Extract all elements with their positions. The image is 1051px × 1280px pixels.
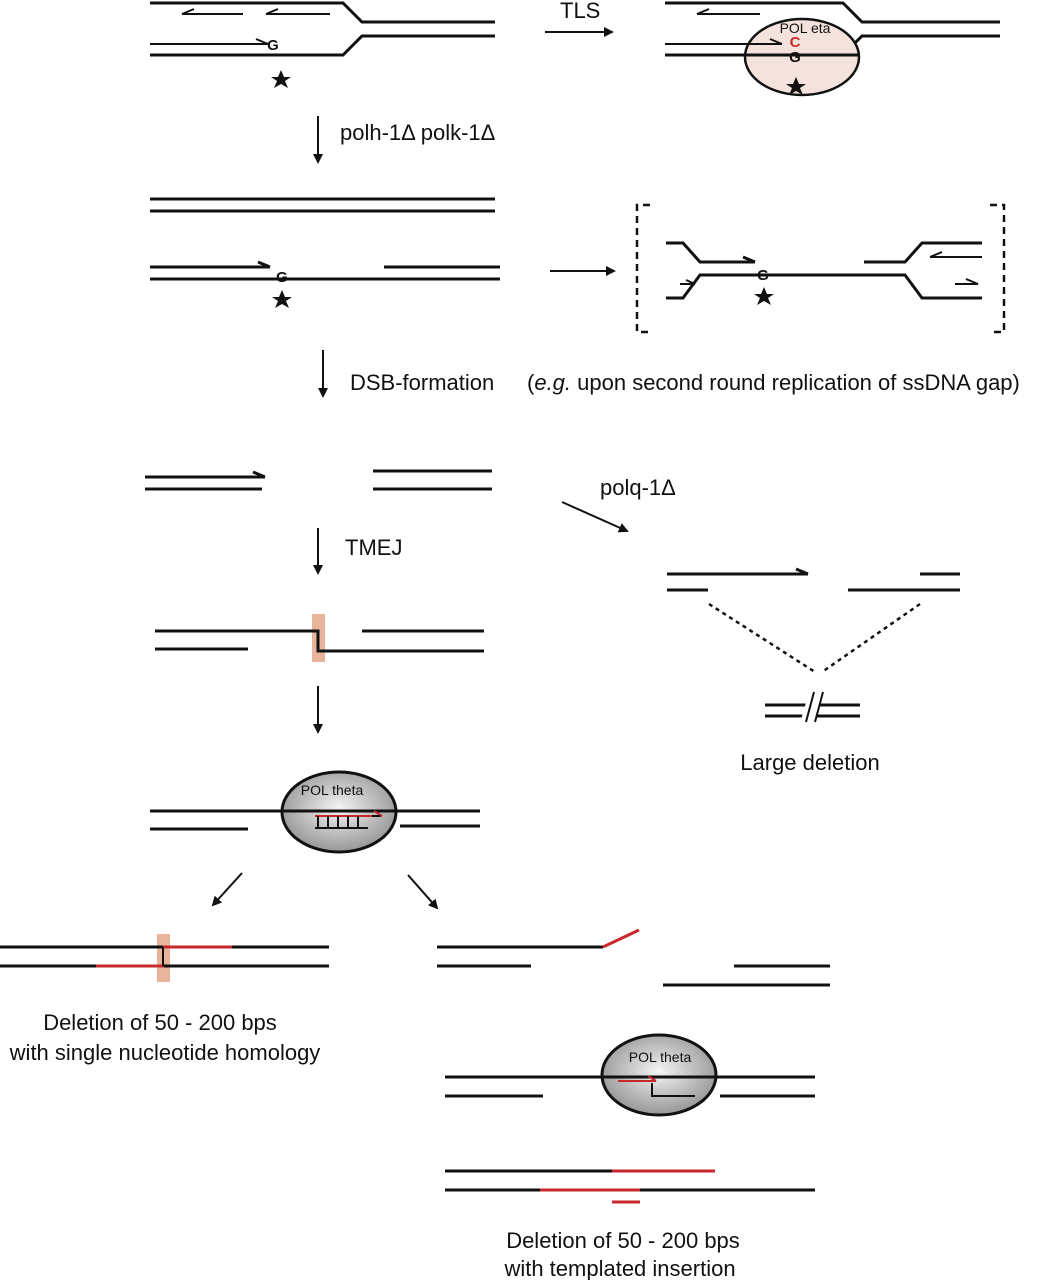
tmej-annealed-intermediate: [155, 614, 484, 662]
guanine-base: G: [757, 267, 769, 284]
outcome2-line1: Deletion of 50 - 200 bps: [506, 1228, 740, 1253]
pol-eta-enzyme: [743, 17, 861, 97]
large-deletion-label: Large deletion: [740, 750, 879, 775]
outcome2-line2: with templated insertion: [503, 1256, 735, 1280]
pol-theta-label: POL theta: [629, 1049, 692, 1065]
guanine-base: G: [267, 37, 279, 54]
pol-theta-templated-insertion: POL theta: [445, 1033, 815, 1117]
tls-label: TLS: [560, 0, 600, 23]
lesion-star-icon: [272, 290, 292, 308]
fork-with-lesion: G: [150, 1, 495, 88]
polh-polk-label: polh-1Δ polk-1Δ: [340, 120, 496, 145]
outcome1-line1: Deletion of 50 - 200 bps: [43, 1010, 277, 1035]
lesion-star-icon: [271, 70, 291, 88]
pol-theta-label: POL theta: [301, 782, 364, 798]
large-deletion-branch: [667, 567, 960, 726]
ssdna-gap-duplex: G: [150, 197, 500, 308]
guanine-base: G: [789, 49, 801, 66]
dsb-label: DSB-formation: [350, 370, 494, 395]
double-strand-break-ends: [145, 469, 492, 491]
polq-label: polq-1Δ: [600, 475, 676, 500]
outcome2-arrow: [407, 874, 439, 910]
pol-eta-label: POL eta: [780, 20, 831, 36]
polq-arrow: [561, 501, 629, 533]
lesion-star-icon: [754, 287, 774, 305]
templated-insertion-intermediate: [437, 928, 830, 987]
outcome-templated-insertion: [445, 1169, 815, 1204]
tls-pol-eta-fork: POL eta C G: [665, 1, 1000, 97]
pol-theta-extension: POL theta: [150, 770, 480, 854]
second-round-note: (e.g. upon second round replication of s…: [527, 370, 1020, 395]
guanine-base: G: [276, 269, 288, 286]
tmej-label: TMEJ: [345, 535, 402, 560]
inserted-cytosine: C: [790, 34, 801, 51]
lesion-star-icon: [786, 77, 806, 95]
outcome-single-nucleotide-homology: [0, 934, 329, 982]
second-round-replication-bracket: G: [635, 203, 1006, 334]
outcome1-line2: with single nucleotide homology: [9, 1040, 321, 1065]
pol-theta-enzyme: [600, 1033, 718, 1117]
outcome1-arrow: [211, 872, 243, 907]
